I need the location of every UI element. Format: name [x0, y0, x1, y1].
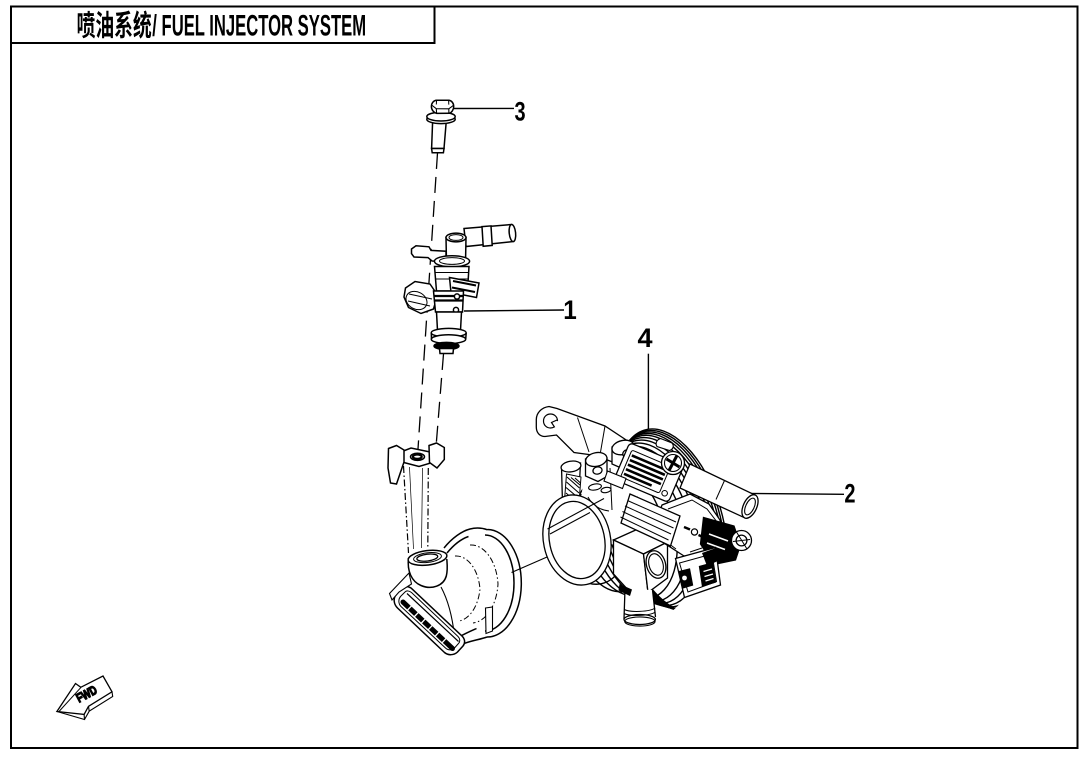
svg-text:3: 3 — [514, 97, 525, 128]
svg-text:/ FUEL INJECTOR SYSTEM: / FUEL INJECTOR SYSTEM — [152, 10, 366, 43]
svg-text:2: 2 — [844, 479, 855, 510]
svg-text:4: 4 — [637, 323, 652, 353]
svg-text:1: 1 — [563, 296, 577, 325]
